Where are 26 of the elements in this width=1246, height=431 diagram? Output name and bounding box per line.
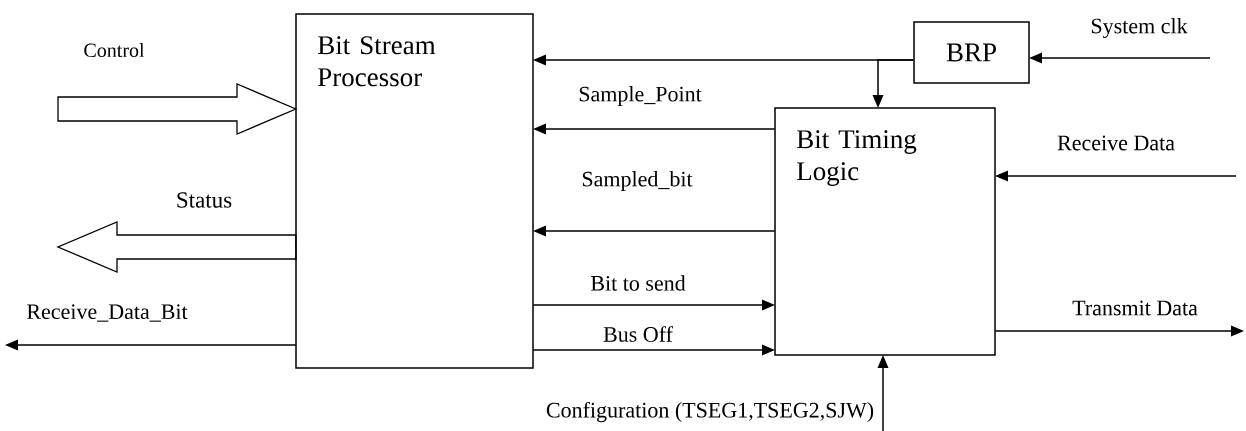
arrow <box>532 344 775 356</box>
edge-label: Bit to send <box>590 275 686 291</box>
arrow <box>1029 52 1211 64</box>
edge-label: Status <box>177 192 232 208</box>
block-box: Bit Timing Logic <box>774 107 996 356</box>
block-arrow <box>57 83 298 135</box>
block-box: Bit Stream Processor <box>295 13 534 369</box>
edge-label: Configuration (TSEG1,TSEG2,SJW) <box>546 401 874 423</box>
arrow <box>533 123 776 135</box>
arrow <box>995 170 1237 182</box>
arrow <box>533 225 776 237</box>
block-arrow <box>56 221 297 273</box>
edge-label: Receive_Data_Bit <box>27 304 188 322</box>
arrow <box>994 325 1244 337</box>
arrow <box>877 355 889 431</box>
edge-label: Transmit Data <box>1072 300 1198 316</box>
edge-label: Sample_Point <box>579 86 702 106</box>
arrow <box>872 59 914 108</box>
edge-label: Receive Data <box>1057 135 1175 151</box>
block-box: BRP <box>913 21 1030 84</box>
arrow <box>5 339 297 351</box>
edge-label: Bus Off <box>603 326 673 342</box>
edge-label: Sampled_bit <box>582 171 693 191</box>
edge-label: Control <box>84 42 145 58</box>
edge-label: System clk <box>1091 18 1188 38</box>
arrow <box>532 299 775 311</box>
